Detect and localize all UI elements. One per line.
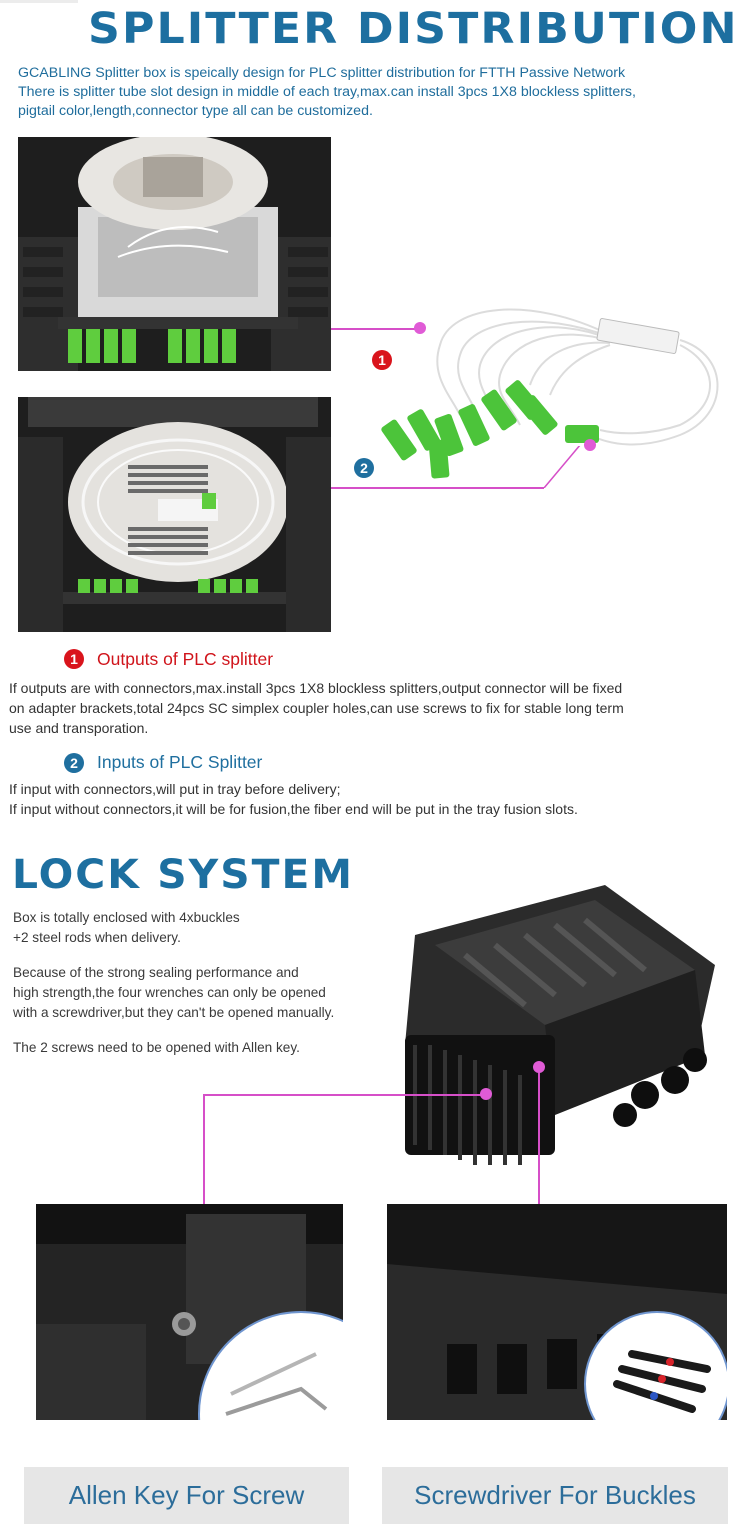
lock-line: Because of the strong sealing performanc… [13,965,299,980]
top-tab-strip [0,0,78,3]
lock-line: +2 steel rods when delivery. [13,930,181,945]
intro-line: pigtail color,length,connector type all … [18,103,373,119]
marker-outputs-legend: 1 [64,649,84,669]
outputs-line: on adapter brackets,total 24pcs SC simpl… [9,700,624,716]
intro-line: GCABLING Splitter box is speically desig… [18,65,626,81]
outputs-line: use and transporation. [9,720,149,736]
splitter-tray-photo [18,397,331,632]
plc-splitter-product [381,308,719,479]
inputs-line: If input with connectors,will put in tra… [9,781,341,797]
inputs-description: If input with connectors,will put in tra… [9,779,578,819]
leader-dot-buckle [533,1061,545,1073]
inputs-title: Inputs of PLC Splitter [97,752,263,772]
intro-line: There is splitter tube slot design in mi… [18,84,636,100]
lock-line: high strength,the four wrenches can only… [13,985,326,1000]
allen-key-photo [36,1204,343,1420]
splitter-box-illustration [18,137,331,371]
outputs-title: Outputs of PLC splitter [97,649,274,669]
leader-line-screw-v [203,1094,205,1204]
leader-line-inputs-h [331,487,544,489]
splitter-intro: GCABLING Splitter box is speically desig… [18,64,748,121]
outputs-description: If outputs are with connectors,max.insta… [9,678,624,738]
screwdriver-illustration [387,1204,727,1420]
leader-dot-outputs [414,322,426,334]
marker-inputs: 2 [354,458,374,478]
inputs-line: If input without connectors,it will be f… [9,801,578,817]
splitter-box-photo [18,137,331,371]
allen-key-illustration [36,1204,343,1420]
caption-allen-key: Allen Key For Screw [24,1467,349,1524]
marker-outputs: 1 [372,350,392,370]
lock-paragraph-2: Because of the strong sealing performanc… [13,963,334,1023]
leader-dot-screw [480,1088,492,1100]
outputs-line: If outputs are with connectors,max.insta… [9,680,623,696]
screwdriver-photo [387,1204,727,1420]
leader-line-screw-h [203,1094,487,1096]
leader-dot-inputs [584,439,596,451]
splitter-tray-illustration [18,397,331,632]
lock-title: LOCK SYSTEM [12,852,355,898]
closure-box-illustration [405,885,715,1165]
leader-line-buckle-v [538,1067,540,1204]
marker-inputs-legend: 2 [64,753,84,773]
splitter-title: SPLITTER DISTRIBUTION [88,4,739,54]
lock-paragraph-1: Box is totally enclosed with 4xbuckles +… [13,908,240,948]
lock-line: Box is totally enclosed with 4xbuckles [13,910,240,925]
caption-screwdriver: Screwdriver For Buckles [382,1467,728,1524]
lock-paragraph-3: The 2 screws need to be opened with Alle… [13,1040,300,1055]
lock-line: with a screwdriver,but they can't be ope… [13,1005,335,1020]
leader-line-outputs [331,328,419,330]
